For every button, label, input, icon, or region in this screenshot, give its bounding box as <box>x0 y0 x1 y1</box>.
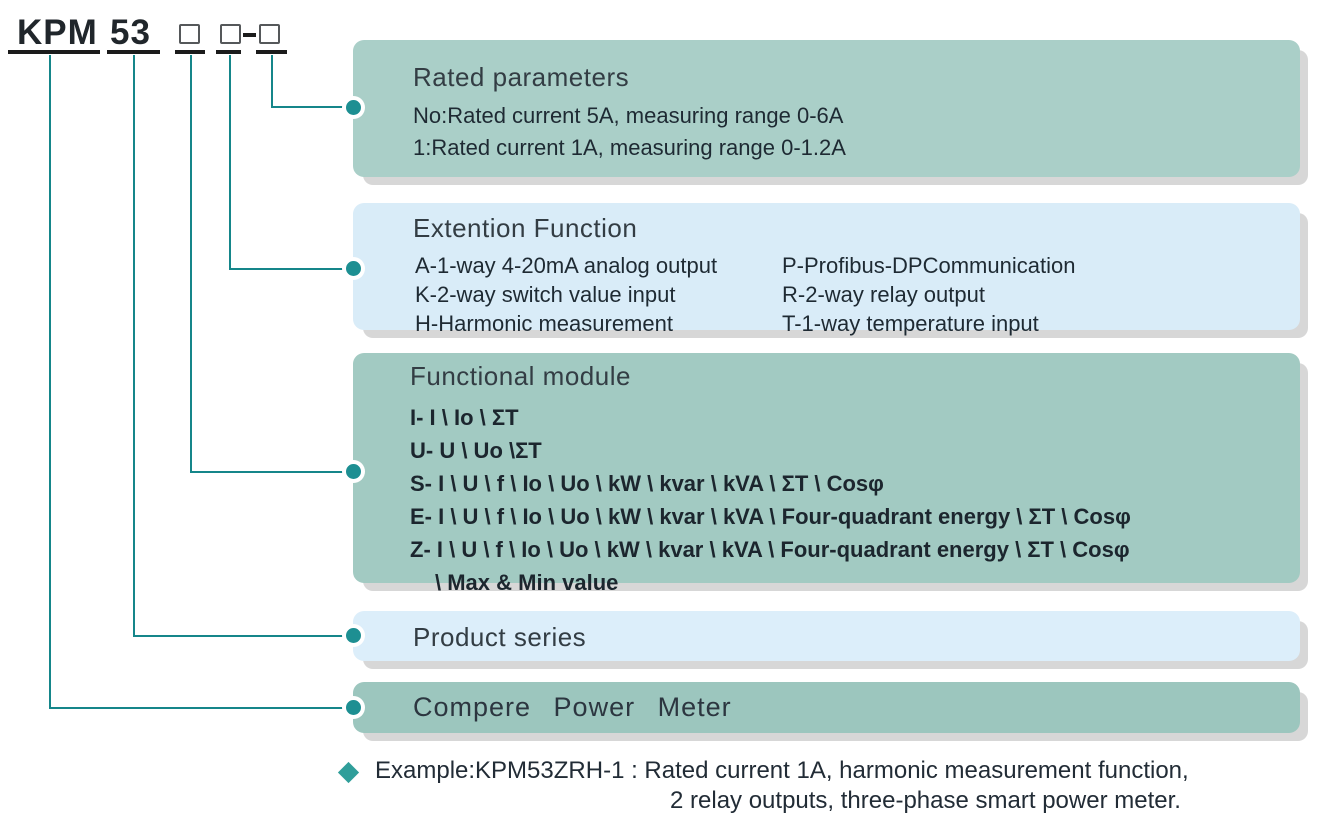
connector-horizontal-rated <box>271 106 350 108</box>
rated-option-1a: 1:Rated current 1A, measuring range 0-1.… <box>413 135 846 160</box>
connector-horizontal-functional <box>190 471 350 473</box>
connector-dot-rated <box>346 100 361 115</box>
underline-series <box>107 50 160 54</box>
connector-vertical-prefix <box>49 55 51 708</box>
rated-option-5a: No:Rated current 5A, measuring range 0-6… <box>413 103 844 128</box>
brand-box: Compere Power Meter <box>353 682 1300 733</box>
functional-option-i: I- I \ Io \ ΣT <box>410 405 519 430</box>
underline-placeholder-1 <box>175 50 205 54</box>
extension-option-t: T-1-way temperature input <box>782 311 1039 336</box>
underline-placeholder-2 <box>216 50 241 54</box>
model-code-prefix: KPM <box>17 13 98 52</box>
connector-vertical-extension <box>229 55 231 269</box>
functional-option-z-continuation: \ Max & Min value <box>435 570 619 595</box>
connector-vertical-series <box>133 55 135 636</box>
code-placeholder-box-extension <box>220 24 241 44</box>
brand-title: Compere Power Meter <box>413 692 732 722</box>
functional-option-e: E- I \ U \ f \ Io \ Uo \ kW \ kvar \ kVA… <box>410 504 1131 529</box>
extension-option-k: K-2-way switch value input <box>415 282 676 307</box>
extension-function-box: Extention Function A-1-way 4-20mA analog… <box>353 203 1300 336</box>
example-text-line1: Example:KPM53ZRH-1 : Rated current 1A, h… <box>375 757 1189 784</box>
connector-vertical-functional <box>190 55 192 472</box>
extension-option-a: A-1-way 4-20mA analog output <box>415 253 718 278</box>
extension-options-grid: A-1-way 4-20mA analog output P-Profibus-… <box>413 251 1280 338</box>
model-code-series: 53 <box>110 13 151 52</box>
product-series-box: Product series <box>353 611 1300 661</box>
functional-option-s: S- I \ U \ f \ Io \ Uo \ kW \ kvar \ kVA… <box>410 471 884 496</box>
connector-horizontal-prefix <box>49 707 350 709</box>
connector-horizontal-extension <box>229 268 350 270</box>
connector-dot-product <box>346 628 361 643</box>
functional-module-box: Functional module I- I \ Io \ ΣT U- U \ … <box>353 353 1300 595</box>
extension-option-p: P-Profibus-DPCommunication <box>782 253 1076 278</box>
underline-prefix <box>8 50 100 54</box>
functional-module-title: Functional module <box>410 361 631 391</box>
diamond-bullet-icon <box>337 761 360 784</box>
product-series-title: Product series <box>413 622 587 652</box>
extension-function-title: Extention Function <box>413 213 638 243</box>
connector-dot-extension <box>346 261 361 276</box>
extension-option-r: R-2-way relay output <box>782 282 985 307</box>
connector-dot-brand <box>346 700 361 715</box>
connector-horizontal-series <box>133 635 350 637</box>
extension-option-h: H-Harmonic measurement <box>415 311 673 336</box>
functional-option-z: Z- I \ U \ f \ Io \ Uo \ kW \ kvar \ kVA… <box>410 537 1130 562</box>
underline-placeholder-3 <box>256 50 287 54</box>
connector-vertical-rated <box>271 55 273 107</box>
code-placeholder-box-functional <box>179 24 200 44</box>
functional-option-u: U- U \ Uo \ΣT <box>410 438 542 463</box>
code-separator-dash <box>243 33 256 37</box>
example-text-line2: 2 relay outputs, three-phase smart power… <box>670 787 1181 814</box>
code-placeholder-box-rated <box>259 24 280 44</box>
rated-parameters-box: Rated parameters No:Rated current 5A, me… <box>353 40 1300 177</box>
rated-parameters-title: Rated parameters <box>413 62 630 92</box>
connector-dot-functional <box>346 464 361 479</box>
